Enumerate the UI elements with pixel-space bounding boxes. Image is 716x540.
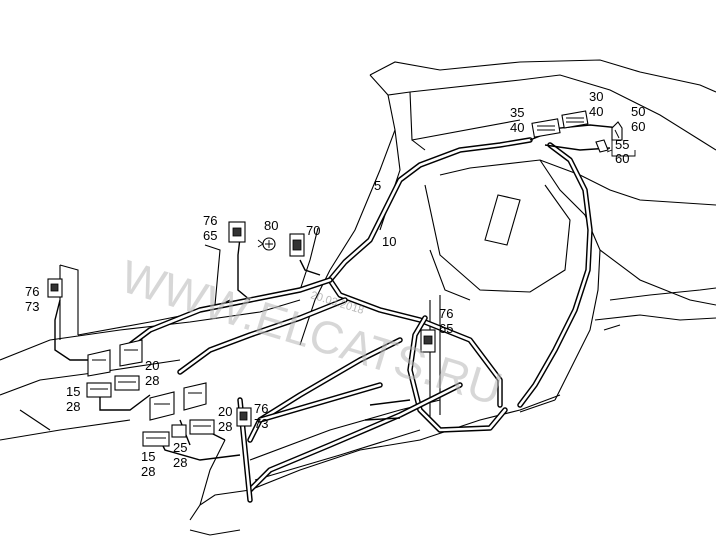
callout-label: 20 [145, 358, 159, 373]
connector-20-28-lower [189, 419, 215, 435]
car-body-outline [0, 59, 716, 536]
connector-25-28 [171, 424, 187, 438]
callout-label: 76 [203, 213, 217, 228]
connector-15-28-lower [142, 431, 170, 447]
callout-label: 76 [439, 306, 453, 321]
callout-label: 30 [589, 89, 603, 104]
callout-label: 28 [173, 455, 187, 470]
callout-label: 15 [141, 449, 155, 464]
callout-label: 28 [145, 373, 159, 388]
callout-label: 55 [615, 137, 629, 152]
callout-label: 73 [254, 416, 268, 431]
callout-label: 40 [510, 120, 524, 135]
relay-76-65-top [228, 221, 246, 243]
leader-lines [606, 140, 636, 157]
callout-label: 76 [25, 284, 39, 299]
callout-label: 50 [631, 104, 645, 119]
callout-label: 28 [66, 399, 80, 414]
callout-label: 80 [264, 218, 278, 233]
callout-label: 10 [382, 234, 396, 249]
bracket-70 [289, 233, 305, 257]
callout-label: 76 [254, 401, 268, 416]
callout-label: 35 [510, 105, 524, 120]
relay-76-73-left [47, 278, 63, 298]
callout-label: 28 [141, 464, 155, 479]
callout-label: 60 [615, 151, 629, 166]
connector-30-40 [561, 110, 589, 129]
callout-label: 65 [203, 228, 217, 243]
callout-label: 70 [306, 223, 320, 238]
callout-label: 15 [66, 384, 80, 399]
relay-76-73-lower [236, 407, 252, 427]
seat-connectors-lower [149, 382, 207, 421]
clip-55-60 [595, 139, 609, 153]
connector-15-28-left [86, 375, 140, 398]
callout-label: 20 [218, 404, 232, 419]
callout-label: 73 [25, 299, 39, 314]
callout-label: 25 [173, 440, 187, 455]
callout-label: 60 [631, 119, 645, 134]
clip-50-60 [611, 121, 623, 141]
callout-label: 5 [374, 178, 381, 193]
callout-label: 40 [589, 104, 603, 119]
relay-76-65-middle [420, 329, 436, 353]
screw-80 [257, 237, 276, 251]
callout-label: 65 [439, 321, 453, 336]
seat-connectors-20-28 [87, 339, 143, 377]
callout-labels: 5 10 35 40 30 40 50 60 55 60 76 65 80 70… [25, 89, 645, 479]
connector-35-40 [531, 118, 561, 138]
main-wiring-harness [127, 137, 593, 503]
callout-label: 28 [218, 419, 232, 434]
